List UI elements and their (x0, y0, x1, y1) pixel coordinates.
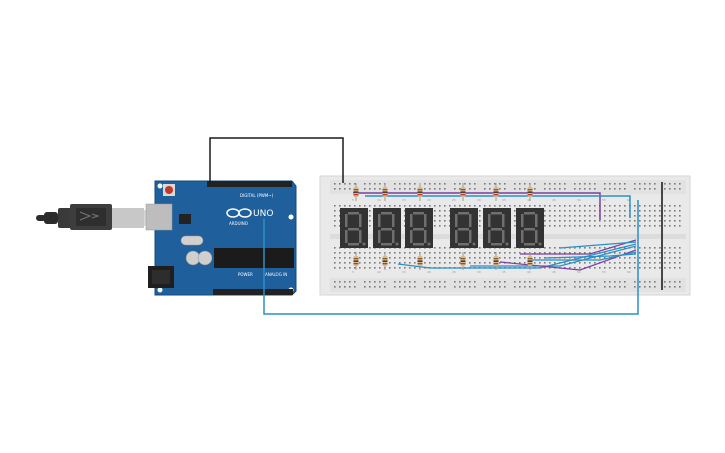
column-numbers-top: 5 10 15 20 25 30 35 40 45 50 55 60 (352, 198, 631, 202)
column-number: 35 (502, 198, 506, 202)
seven-segment-display[interactable] (405, 208, 433, 248)
digital-header[interactable] (207, 181, 292, 187)
mount-hole (157, 287, 163, 293)
resistor-bottom[interactable] (417, 252, 423, 270)
analog-power-header[interactable] (213, 289, 293, 295)
infinity-logo-icon (226, 208, 252, 218)
seven-segment-display[interactable] (373, 208, 401, 248)
column-number: 10 (377, 270, 381, 274)
power-header-label: POWER (238, 272, 253, 277)
column-number: 5 (352, 198, 354, 202)
power-rail-bottom (330, 278, 686, 292)
resistor-bottom[interactable] (527, 252, 533, 270)
resistor-bottom[interactable] (493, 252, 499, 270)
resistor-top[interactable] (493, 183, 499, 201)
column-number: 50 (577, 198, 581, 202)
column-number: 60 (627, 198, 631, 202)
resistor-top[interactable] (382, 183, 388, 201)
seven-segment-display[interactable] (450, 208, 478, 248)
column-number: 60 (627, 270, 631, 274)
usb-socket (145, 203, 173, 231)
column-number: 50 (577, 270, 581, 274)
brand-label: ARDUINO (229, 221, 248, 226)
resistor-bottom[interactable] (460, 252, 466, 270)
mount-hole (157, 183, 163, 189)
seven-segment-display[interactable] (483, 208, 511, 248)
column-number: 40 (527, 198, 531, 202)
resistor-bottom[interactable] (382, 252, 388, 270)
digital-header-label: DIGITAL (PWM~) (240, 193, 274, 198)
column-number: 20 (427, 270, 431, 274)
column-number: 35 (502, 270, 506, 274)
black-wire[interactable] (209, 137, 344, 183)
column-number: 30 (477, 270, 481, 274)
resistors[interactable] (353, 183, 533, 270)
column-number: 5 (352, 270, 354, 274)
arduino-uno-board[interactable]: ARDUINO UNO DIGITAL (PWM~) POWER ANALOG … (145, 180, 297, 296)
column-number: 55 (602, 270, 606, 274)
usb-cable-icon[interactable] (36, 204, 156, 230)
resistor-top[interactable] (460, 183, 466, 201)
analog-header-label: ANALOG IN (265, 272, 287, 277)
seven-segment-display[interactable] (516, 208, 544, 248)
blue-wire-top[interactable] (365, 195, 631, 218)
blue-wire-loop[interactable] (263, 200, 639, 315)
crystal-oscillator (180, 235, 204, 246)
atmega-chip (214, 248, 294, 268)
seven-segment-display[interactable] (340, 208, 368, 248)
bottom-wire-bundle[interactable] (397, 239, 637, 271)
column-number: 25 (452, 198, 456, 202)
mount-hole (288, 214, 294, 220)
seven-segment-displays[interactable] (340, 208, 544, 248)
column-number: 30 (477, 198, 481, 202)
column-number: 10 (377, 198, 381, 202)
capacitor (197, 250, 213, 266)
column-number: 45 (552, 270, 556, 274)
column-number: 15 (402, 198, 406, 202)
model-label: UNO (253, 209, 273, 219)
resistor-top[interactable] (527, 183, 533, 201)
column-number: 40 (527, 270, 531, 274)
reset-button-icon[interactable] (163, 184, 175, 196)
column-number: 25 (452, 270, 456, 274)
resistor-top[interactable] (353, 183, 359, 201)
column-number: 15 (402, 270, 406, 274)
column-number: 45 (552, 198, 556, 202)
column-number: 20 (427, 198, 431, 202)
column-number: 55 (602, 198, 606, 202)
column-numbers-bottom: 5 10 15 20 25 30 35 40 45 50 55 60 (352, 270, 631, 274)
usb-chip (179, 214, 191, 224)
resistor-top[interactable] (417, 183, 423, 201)
purple-wire-top[interactable] (353, 192, 601, 220)
resistor-bottom[interactable] (353, 252, 359, 270)
